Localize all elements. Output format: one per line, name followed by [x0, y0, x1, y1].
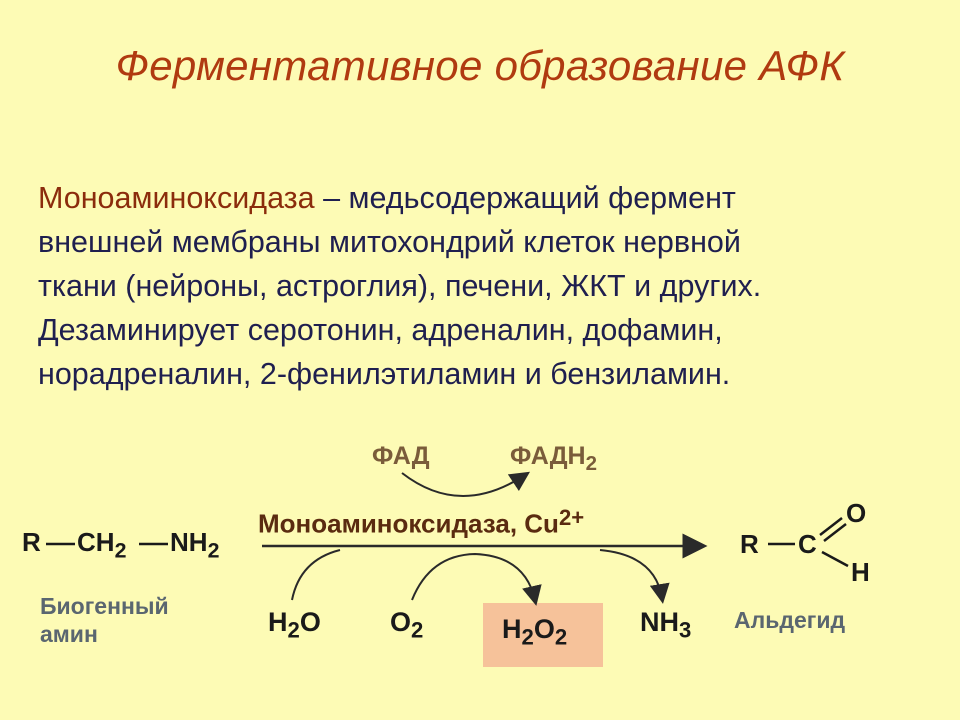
substrate-nh2: NH2 — [170, 527, 219, 563]
paragraph-line-1-rest: – медьсодержащий фермент — [314, 181, 736, 215]
cofactor-fadh-subscript: 2 — [585, 452, 597, 476]
fad-arc-arrow — [401, 471, 531, 497]
aldehyde-co-double-bond-2 — [823, 523, 847, 542]
oxygen-formula: O2 — [390, 607, 423, 644]
ammonia-nh: NH — [640, 607, 679, 637]
substrate-ch-text: CH — [77, 527, 115, 557]
substrate-label: Биогенный амин — [40, 592, 169, 648]
aldehyde-h: H — [851, 557, 870, 587]
water-o: O — [299, 607, 321, 637]
peroxide-h: H — [502, 614, 522, 644]
oxygen-o-subscript: 2 — [411, 617, 424, 643]
peroxide-formula: H2O2 — [502, 614, 567, 651]
enzyme-ion-charge: 2+ — [558, 505, 585, 530]
water-h: H — [268, 607, 288, 637]
paragraph-line-5: норадреналин, 2-фенилэтиламин и бензилам… — [38, 357, 731, 391]
substrate-r: R — [22, 527, 41, 557]
substrate-nh-text: NH — [170, 527, 208, 557]
ammonia-arc-arrow — [599, 549, 670, 604]
enzyme-term: Моноаминоксидаза — [38, 181, 315, 215]
peroxide-o-subscript: 2 — [554, 624, 568, 650]
page-title: Ферментативное образование АФК — [115, 42, 845, 89]
product-label: Альдегид — [734, 607, 846, 633]
peroxide-h-subscript: 2 — [521, 624, 534, 650]
cofactor-fadh-text: ФАДН — [510, 442, 586, 470]
substrate-ch-subscript: 2 — [114, 538, 127, 563]
ammonia-nh-subscript: 3 — [679, 617, 692, 643]
aldehyde-c: C — [798, 529, 817, 559]
aldehyde-o: O — [846, 498, 867, 528]
enzyme-label: Моноаминоксидаза, Cu2+ — [258, 505, 584, 540]
substrate-ch2: CH2 — [77, 527, 126, 563]
water-h-subscript: 2 — [287, 617, 300, 643]
water-arc-arrow — [291, 549, 341, 601]
paragraph-line-4: Дезаминирует серотонин, адреналин, дофам… — [38, 313, 723, 347]
oxygen-o: O — [390, 607, 412, 637]
oxygen-arc-arrow — [411, 552, 542, 606]
paragraph-line-3: ткани (нейроны, астроглия), печени, ЖКТ … — [38, 269, 762, 303]
paragraph-line-1: Моноаминоксидаза – медьсодержащий фермен… — [38, 176, 938, 220]
water-formula: H2O — [268, 607, 321, 644]
peroxide-o: O — [533, 614, 555, 644]
cofactor-fadh2: ФАДН2 — [510, 442, 597, 476]
substrate-label-line-2: амин — [40, 621, 98, 647]
description-paragraph: Моноаминоксидаза – медьсодержащий фермен… — [38, 176, 938, 396]
aldehyde-co-double-bond-1 — [819, 517, 843, 536]
substrate-label-line-1: Биогенный — [40, 593, 169, 619]
enzyme-name: Моноаминоксидаза, — [258, 508, 525, 539]
substrate-nh-subscript: 2 — [207, 538, 220, 563]
peroxide-highlight-box — [483, 603, 603, 667]
paragraph-line-2: внешней мембраны митохондрий клеток нерв… — [38, 225, 741, 259]
cofactor-fad: ФАД — [372, 442, 430, 470]
aldehyde-r: R — [740, 529, 759, 559]
aldehyde-ch-bond — [821, 550, 849, 568]
ammonia-formula: NH3 — [640, 607, 691, 644]
enzyme-ion: Cu — [524, 508, 559, 539]
